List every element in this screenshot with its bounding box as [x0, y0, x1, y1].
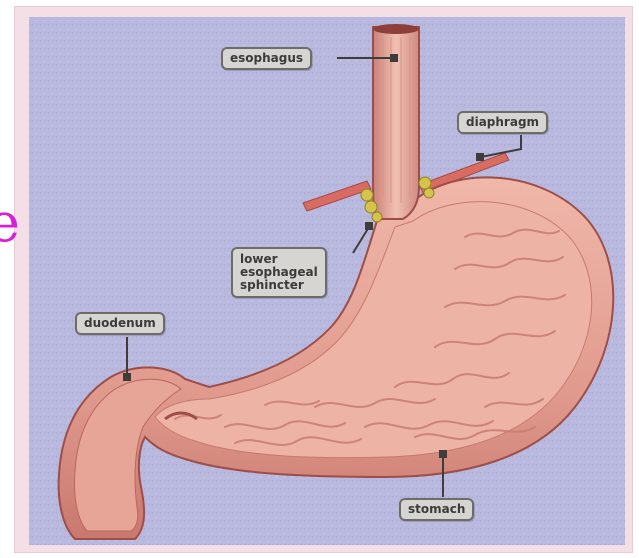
- illustration-frame: esophagus diaphragm lower esophageal sph…: [14, 6, 633, 553]
- esophagus-opening: [373, 24, 419, 34]
- label-diaphragm: diaphragm: [457, 111, 548, 134]
- label-lower-esophageal-sphincter: lower esophageal sphincter: [231, 247, 327, 298]
- label-esophagus: esophagus: [221, 47, 312, 70]
- label-duodenum: duodenum: [75, 312, 165, 335]
- label-stomach: stomach: [399, 498, 474, 521]
